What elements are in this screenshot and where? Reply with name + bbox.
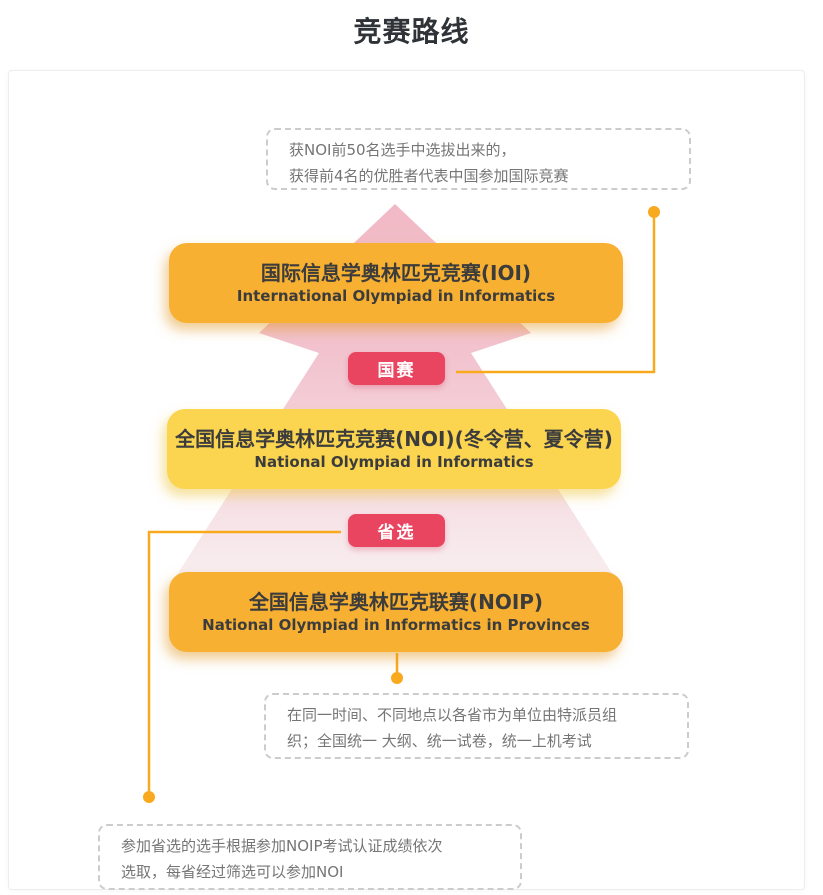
note-line: 获NOI前50名选手中选拔出来的， — [289, 141, 516, 159]
level-subtitle: National Olympiad in Informatics in Prov… — [202, 615, 590, 634]
level-title: 全国信息学奥林匹克联赛(NOIP) — [248, 589, 544, 614]
note-line: 获得前4名的优胜者代表中国参加国际竞赛 — [289, 167, 569, 185]
level-box-noip: 全国信息学奥林匹克联赛(NOIP) National Olympiad in I… — [169, 572, 623, 652]
note-line: 织；全国统一 大纲、统一试卷，统一上机考试 — [287, 732, 592, 750]
level-box-ioi: 国际信息学奥林匹克竞赛(IOI) International Olympiad … — [169, 243, 623, 323]
badge-shengxuan: 省选 — [348, 514, 445, 547]
level-subtitle: National Olympiad in Informatics — [254, 452, 534, 471]
level-title: 全国信息学奥林匹克竞赛(NOI)(冬令营、夏令营) — [175, 426, 613, 451]
level-subtitle: International Olympiad in Informatics — [236, 286, 556, 305]
level-box-noi: 全国信息学奥林匹克竞赛(NOI)(冬令营、夏令营) National Olymp… — [167, 409, 621, 489]
diagram-card: 获NOI前50名选手中选拔出来的， 获得前4名的优胜者代表中国参加国际竞赛 国际… — [8, 70, 805, 890]
note-shengxuan-selection: 参加省选的选手根据参加NOIP考试认证成绩依次 选取，每省经过筛选可以参加NOI — [98, 824, 522, 890]
note-line: 参加省选的选手根据参加NOIP考试认证成绩依次 — [121, 837, 443, 855]
note-noip-format: 在同一时间、不同地点以各省市为单位由特派员组 织；全国统一 大纲、统一试卷，统一… — [264, 693, 689, 759]
note-line: 选取，每省经过筛选可以参加NOI — [121, 863, 344, 881]
note-line: 在同一时间、不同地点以各省市为单位由特派员组 — [287, 706, 618, 724]
level-title: 国际信息学奥林匹克竞赛(IOI) — [260, 260, 532, 285]
page-title: 竞赛路线 — [353, 15, 470, 48]
connector-noip-to-note — [391, 653, 403, 684]
note-ioi-selection: 获NOI前50名选手中选拔出来的， 获得前4名的优胜者代表中国参加国际竞赛 — [266, 128, 691, 190]
badge-guosai: 国赛 — [348, 352, 445, 385]
